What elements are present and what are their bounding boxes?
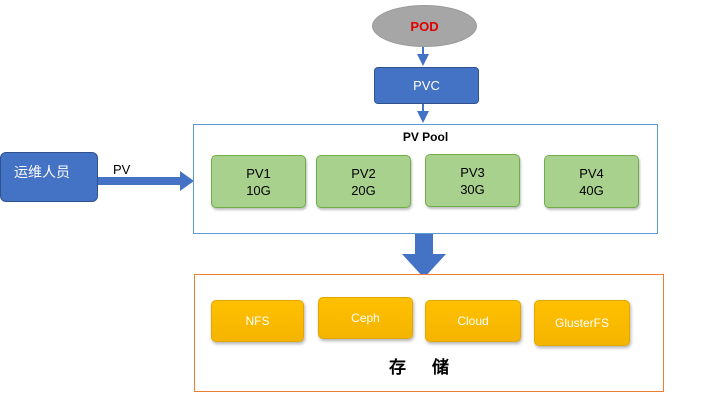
ops-personnel-node: 运维人员 [0, 152, 98, 202]
pod-node: POD [372, 5, 477, 47]
ops-arrow-label: PV [113, 162, 131, 177]
storage-label: 存 储 [389, 357, 459, 378]
pv-pool-title: PV Pool [402, 130, 449, 144]
storage-backend: Ceph [318, 297, 413, 339]
pv-size: 40G [579, 182, 604, 198]
pv-name: PV4 [579, 165, 604, 181]
ops-to-pool-arrow [98, 171, 194, 191]
pv-node: PV1 10G [211, 155, 306, 208]
pv-name: PV2 [351, 165, 376, 181]
ops-label: 运维人员 [14, 164, 70, 180]
backend-label: Ceph [351, 311, 380, 325]
pvc-label: PVC [413, 78, 440, 93]
pod-label: POD [410, 18, 439, 34]
pv-node: PV4 40G [544, 155, 639, 208]
pv-node: PV3 30G [425, 154, 520, 207]
pv-name: PV1 [246, 165, 271, 181]
storage-backend: Cloud [425, 300, 521, 342]
backend-label: NFS [245, 314, 270, 328]
pv-name: PV3 [460, 164, 485, 180]
pv-size: 30G [460, 181, 485, 197]
storage-backend: NFS [211, 300, 304, 342]
pool-to-storage-arrow [402, 232, 446, 278]
pv-size: 10G [246, 182, 271, 198]
pv-node: PV2 20G [316, 155, 411, 208]
pvc-node: PVC [374, 67, 479, 104]
backend-label: Cloud [457, 314, 489, 328]
pv-size: 20G [351, 182, 376, 198]
backend-label: GlusterFS [554, 316, 609, 330]
storage-backend: GlusterFS [534, 300, 630, 346]
